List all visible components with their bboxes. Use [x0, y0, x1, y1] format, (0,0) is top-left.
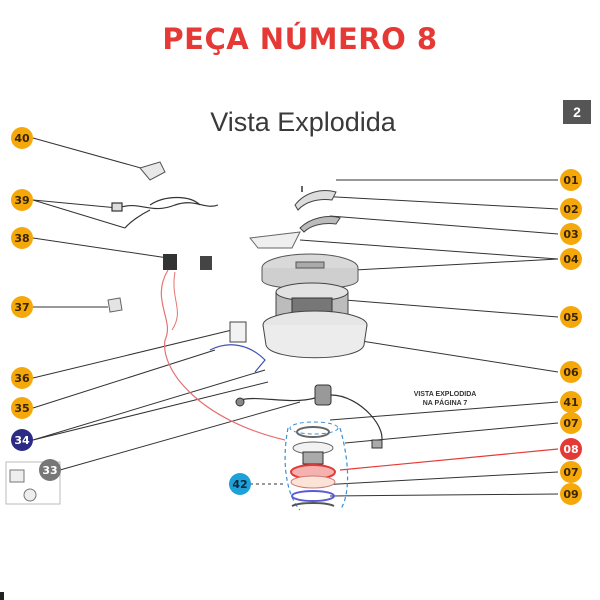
corner-mark: [0, 592, 4, 600]
assembly-outline: [284, 427, 349, 511]
callout-07-lower: 07: [560, 461, 582, 483]
highlighted-part-heading: PEÇA NÚMERO 8: [162, 22, 438, 56]
callout-41: 41: [560, 391, 582, 413]
callout-40: 40: [11, 127, 33, 149]
callout-07-upper: 07: [560, 412, 582, 434]
part-39-power-cable: [111, 196, 219, 229]
callout-06: 06: [560, 361, 582, 383]
callout-08: 08: [560, 438, 582, 460]
callout-37: 37: [11, 296, 33, 318]
control-knob: [314, 384, 332, 406]
note-line-2: NA PÁGINA 7: [422, 400, 468, 407]
callout-33: 33: [39, 459, 61, 481]
callout-36: 36: [11, 367, 33, 389]
inset-thumbnails: [5, 461, 61, 505]
callout-09: 09: [560, 483, 582, 505]
diagram-title: Vista Explodida: [210, 107, 396, 137]
callout-35: 35: [11, 397, 33, 419]
part-35-wire: [209, 344, 266, 373]
part-38-switch: [163, 254, 177, 270]
part-41-ring: [296, 426, 330, 438]
part-08-coupling: [302, 451, 324, 465]
callout-34: 34: [11, 429, 33, 451]
callout-03: 03: [560, 223, 582, 245]
part-07-washer-2: [290, 475, 336, 489]
part-02-clip: [294, 190, 337, 211]
leader-lines: [32, 137, 559, 497]
wiring-harness: [160, 269, 286, 441]
part-40-cap: [139, 161, 166, 181]
exploded-view-note: VISTA EXPLODIDA NA PÁGINA 7: [400, 390, 490, 408]
part-38-switch-2: [200, 256, 212, 270]
callout-05: 05: [560, 306, 582, 328]
part-37-block: [107, 297, 123, 313]
callout-38: 38: [11, 227, 33, 249]
note-line-1: VISTA EXPLODIDA: [413, 391, 477, 398]
callout-04: 04: [560, 248, 582, 270]
part-04-plate: [249, 231, 301, 249]
part-09-ring: [291, 490, 335, 502]
part-03-clip: [299, 215, 341, 233]
part-36-board: [229, 321, 247, 343]
callout-02: 02: [560, 198, 582, 220]
callout-42: 42: [229, 473, 251, 495]
callout-39: 39: [11, 189, 33, 211]
callout-01: 01: [560, 169, 582, 191]
page-number-badge: 2: [563, 100, 591, 124]
